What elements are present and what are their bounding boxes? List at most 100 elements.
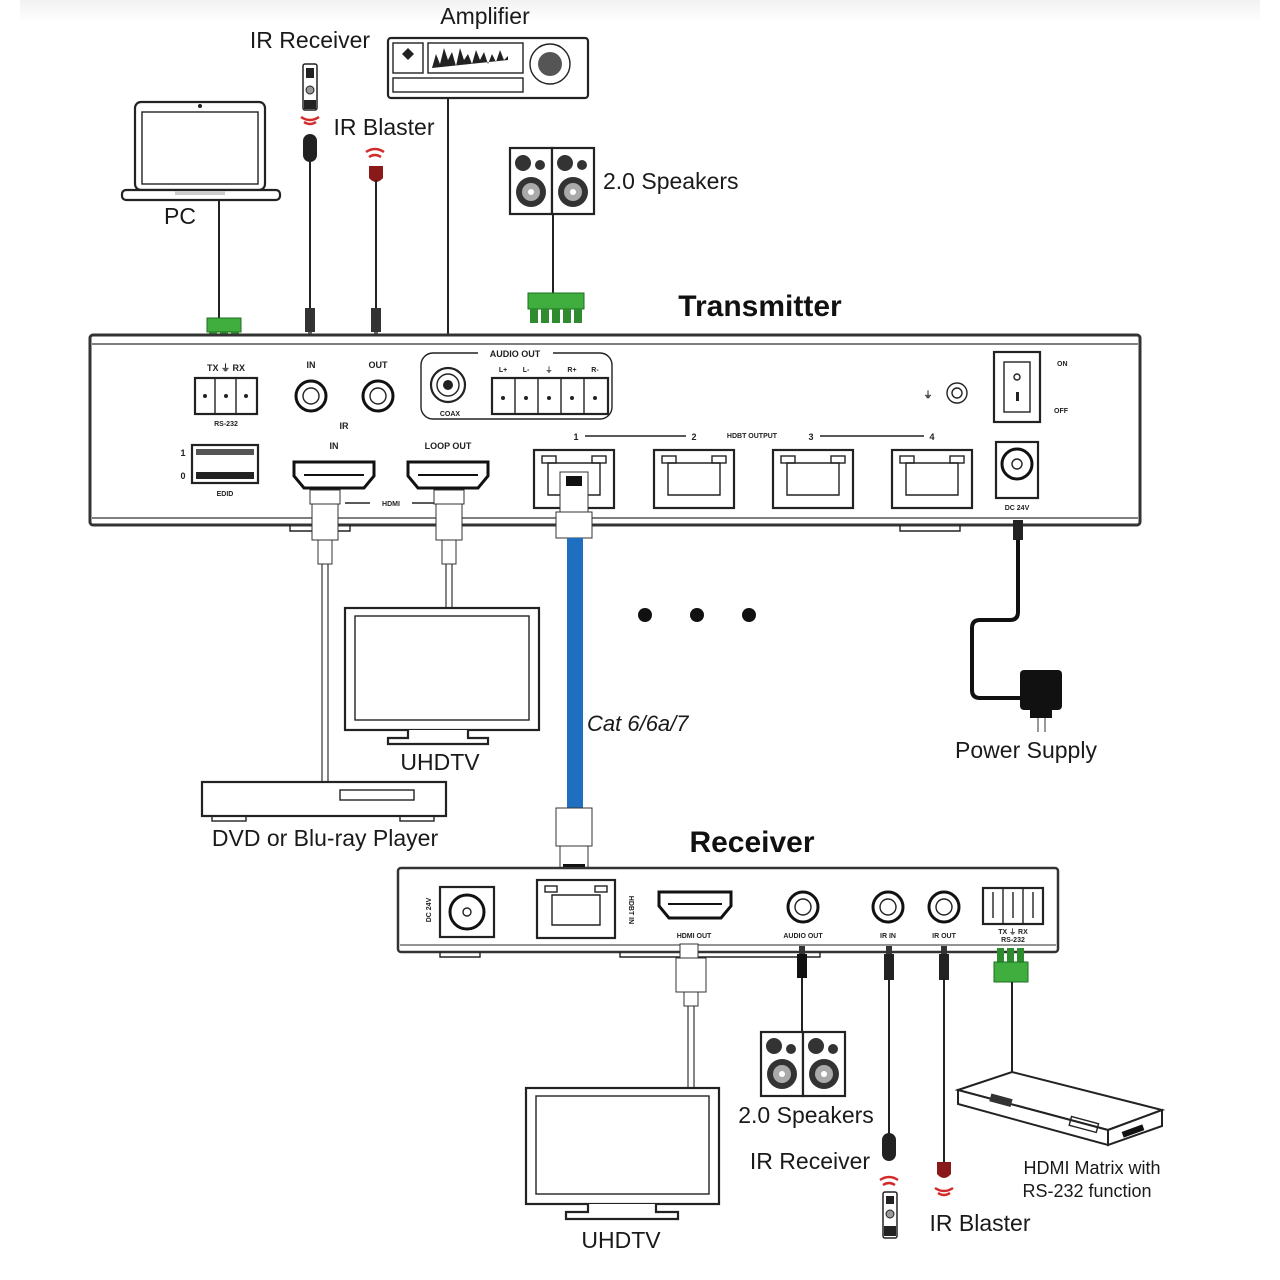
hdbt-output-port-4[interactable] [890, 448, 974, 510]
transmitter-title: Transmitter [678, 290, 842, 323]
rx-hdbt-in-port[interactable] [535, 878, 617, 940]
rx-dc-label: DC 24V [426, 897, 433, 922]
uhdtv-bottom-label: UHDTV [581, 1227, 661, 1253]
hdmi-matrix-label-line2: RS-232 function [1022, 1181, 1151, 1201]
tx-rs232-pins-label: TX ⏚ RX [207, 363, 245, 373]
speakers-bottom-label: 2.0 Speakers [738, 1102, 874, 1128]
rx-ir-in-jack[interactable] [871, 890, 905, 924]
rx-rs232-port[interactable] [981, 886, 1045, 926]
tx-ir-group-label: IR [340, 421, 350, 431]
rx-ir-in-label: IR IN [880, 933, 896, 940]
rs232-terminal-plug-icon [993, 948, 1029, 983]
rj45-plug-top-icon [555, 471, 593, 539]
hdbt-output-port-3[interactable] [771, 448, 855, 510]
ir-receiver-bottom-label: IR Receiver [750, 1148, 870, 1174]
tx-dc-label: DC 24V [1005, 505, 1030, 512]
tx-edid-dip-switch[interactable] [190, 443, 260, 485]
top-fade [20, 0, 1260, 22]
tx-edid-label: EDID [217, 491, 234, 498]
audio-terminal-plug-icon [527, 292, 585, 323]
amplifier-icon [386, 36, 590, 100]
power-on-label: ON [1057, 361, 1068, 368]
rx-rs232-label: RS-232 [1001, 937, 1025, 944]
audio-pin-label: L+ [499, 367, 507, 374]
tx-ir-out-label: OUT [369, 360, 389, 370]
uhdtv-bottom-icon [524, 1086, 721, 1221]
cable-type-label: Cat 6/6a/7 [587, 711, 689, 736]
tx-edid-1-label: 1 [180, 448, 185, 458]
hdbt-number-3: 3 [808, 432, 813, 442]
dvd-player-icon [200, 780, 448, 822]
ground-screw [946, 382, 968, 404]
audio-pin-label: R- [591, 367, 599, 374]
ir-blaster-emitter-icon [369, 166, 383, 182]
amplifier-label: Amplifier [440, 3, 530, 29]
receiver-title: Receiver [689, 826, 814, 859]
tx-coax-port[interactable] [429, 366, 467, 404]
speakers-bottom-icon [759, 1030, 847, 1098]
hdbt-number-1: 1 [573, 432, 578, 442]
tx-ir-in-label: IN [307, 360, 316, 370]
tx-audio-out-label: AUDIO OUT [490, 349, 541, 359]
uhdtv-top-label: UHDTV [400, 749, 480, 775]
rx-hdmi-out-label: HDMI OUT [677, 933, 712, 940]
uhdtv-top-icon [343, 606, 541, 746]
audio-jack-plug-icon [797, 946, 807, 978]
ir-receiver-sensor-icon [303, 134, 317, 162]
power-off-label: OFF [1054, 408, 1069, 415]
rx-ir-out-label: IR OUT [932, 933, 956, 940]
power-switch[interactable] [992, 350, 1042, 424]
hdmi-plug-icon [309, 489, 341, 565]
tx-edid-0-label: 0 [180, 471, 185, 481]
hdbt-number-4: 4 [929, 432, 934, 442]
rx-ir-out-jack[interactable] [927, 890, 961, 924]
tx-hdmi-group-label: HDMI [382, 501, 400, 508]
ir-blaster-emitter-icon [937, 1162, 951, 1178]
hdbt-output-port-2[interactable] [652, 448, 736, 510]
tx-ir-out-jack[interactable] [361, 379, 395, 413]
pc-laptop-icon [120, 100, 282, 202]
hdbt-output-label: HDBT OUTPUT [727, 433, 778, 440]
audio-pin-label: R+ [567, 367, 576, 374]
power-adapter-icon [1020, 670, 1062, 732]
audio-pin-label: L- [523, 367, 530, 374]
tx-coax-label: COAX [440, 411, 461, 418]
dvd-player-label: DVD or Blu-ray Player [212, 825, 439, 851]
more-receivers-ellipsis [638, 608, 756, 622]
audio-pin-label: ⏚ [546, 366, 553, 374]
remote-control-icon [882, 1191, 898, 1239]
ir-in-jack-plug-icon [884, 946, 894, 980]
tx-dc-input-port[interactable] [994, 440, 1040, 500]
hdmi-plug-icon [433, 489, 465, 565]
tx-rs232-label: RS-232 [214, 421, 238, 428]
ir-signal-icon [934, 1186, 954, 1197]
remote-control-icon [302, 63, 318, 111]
rx-audio-out-jack[interactable] [786, 890, 820, 924]
rx-rs232-pins-label: TX ⏚ RX [998, 928, 1028, 936]
tx-audio-terminal-port[interactable] [490, 376, 610, 416]
cat-cable [567, 538, 583, 810]
rx-hdbt-in-label: HDBT IN [627, 896, 634, 924]
hdmi-plug-icon [675, 943, 707, 1007]
speakers-top-label: 2.0 Speakers [603, 168, 739, 194]
ir-blaster-top-label: IR Blaster [334, 114, 435, 140]
ir-out-jack-plug-icon [939, 946, 949, 980]
rj45-plug-bottom-icon [555, 807, 593, 874]
ir-receiver-sensor-icon [882, 1133, 896, 1161]
ir-signal-icon [365, 147, 385, 159]
ir-receiver-top-label: IR Receiver [250, 27, 370, 53]
ir-blaster-bottom-label: IR Blaster [930, 1210, 1031, 1236]
rx-dc-input-port[interactable] [438, 885, 496, 939]
tx-ir-in-jack[interactable] [294, 379, 328, 413]
ir-signal-icon [300, 115, 320, 126]
ir-signal-icon [879, 1175, 899, 1187]
hdbt-number-2: 2 [691, 432, 696, 442]
power-supply-label: Power Supply [955, 737, 1097, 763]
power-cable [970, 540, 1022, 700]
ground-symbol: ⏚ [923, 390, 932, 400]
speakers-top-icon [508, 146, 596, 216]
hdmi-matrix-label-line1: HDMI Matrix with [1023, 1158, 1160, 1178]
tx-hdmi-in-label: IN [330, 441, 339, 451]
tx-rs232-port[interactable] [193, 376, 259, 416]
